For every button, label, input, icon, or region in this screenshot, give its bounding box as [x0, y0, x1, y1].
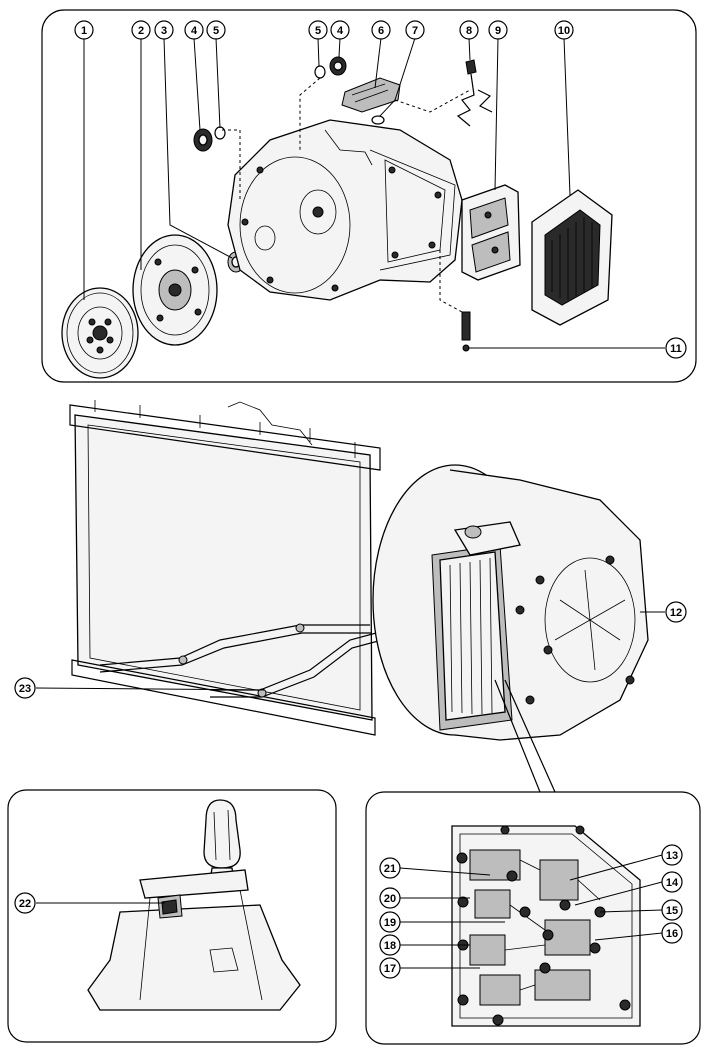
valve-body-detail: [451, 825, 641, 1027]
top-panel-frame: [41, 9, 697, 383]
transmission-range-switch: [341, 77, 401, 113]
zoom-leader: [494, 679, 541, 793]
svg-text:3: 3: [161, 25, 167, 37]
seal-set-left: [193, 126, 226, 152]
seal-set-top: [314, 56, 347, 79]
transaxle-assembly: [372, 464, 649, 741]
assembly-line-switch: [394, 89, 471, 113]
svg-text:8: 8: [466, 25, 472, 37]
callout-4-top: 4: [330, 20, 350, 40]
callout-5-top: 5: [308, 20, 328, 40]
callout-23: 23: [14, 677, 36, 699]
callout-8: 8: [459, 20, 479, 40]
callout-19: 19: [379, 911, 401, 933]
assembly-line-sensor: [439, 250, 463, 313]
callout-1: 1: [74, 20, 94, 40]
radiator: [69, 400, 381, 736]
callout-21: 21: [379, 857, 401, 879]
oil-pan: [531, 189, 613, 326]
svg-text:23: 23: [19, 683, 31, 695]
assembly-line-seal-top: [299, 77, 321, 150]
svg-text:9: 9: [495, 25, 501, 37]
svg-text:11: 11: [670, 343, 682, 355]
svg-text:7: 7: [412, 25, 418, 37]
callout-15: 15: [661, 899, 683, 921]
callout-6: 6: [371, 20, 391, 40]
callout-20: 20: [379, 887, 401, 909]
selector-lever: [87, 799, 301, 1011]
svg-text:18: 18: [384, 940, 396, 952]
svg-text:4: 4: [337, 25, 344, 37]
svg-text:1: 1: [81, 25, 87, 37]
svg-text:21: 21: [384, 863, 396, 875]
valve-body-panel-frame: [365, 791, 701, 1045]
callout-9: 9: [488, 20, 508, 40]
svg-text:12: 12: [670, 607, 682, 619]
svg-text:17: 17: [384, 963, 396, 975]
svg-text:10: 10: [558, 25, 570, 37]
svg-text:6: 6: [378, 25, 384, 37]
control-valve-body: [461, 184, 521, 281]
callout-3: 3: [154, 20, 174, 40]
svg-text:2: 2: [138, 25, 144, 37]
fluid-temperature-sensor: [461, 311, 471, 352]
callout-22: 22: [14, 892, 36, 914]
svg-text:5: 5: [315, 25, 321, 37]
leader-lines: [35, 37, 665, 969]
cooler-lines: [99, 589, 433, 698]
zoom-leader-2: [504, 679, 556, 793]
callout-16: 16: [661, 922, 683, 944]
callout-5-left: 5: [206, 20, 226, 40]
callout-4-left: 4: [184, 20, 204, 40]
callout-7: 7: [405, 20, 425, 40]
callout-2: 2: [131, 20, 151, 40]
shifter-panel-frame: [7, 789, 337, 1043]
svg-text:22: 22: [19, 898, 31, 910]
torque-converter: [132, 234, 218, 346]
svg-text:15: 15: [666, 905, 678, 917]
callout-11: 11: [665, 337, 687, 359]
callout-10: 10: [554, 20, 574, 40]
transaxle-case: [227, 119, 463, 301]
callout-13: 13: [661, 844, 683, 866]
o-ring: [371, 115, 385, 125]
callout-12: 12: [665, 601, 687, 623]
flexplate: [61, 287, 139, 379]
svg-text:4: 4: [191, 25, 198, 37]
svg-text:20: 20: [384, 893, 396, 905]
svg-text:13: 13: [666, 850, 678, 862]
svg-text:14: 14: [666, 877, 679, 889]
harness-connector: [456, 59, 493, 127]
callout-14: 14: [661, 871, 683, 893]
assembly-line-seal-left: [222, 129, 241, 200]
svg-text:19: 19: [384, 917, 396, 929]
svg-text:16: 16: [666, 928, 678, 940]
svg-text:5: 5: [213, 25, 219, 37]
callout-18: 18: [379, 934, 401, 956]
callout-17: 17: [379, 957, 401, 979]
